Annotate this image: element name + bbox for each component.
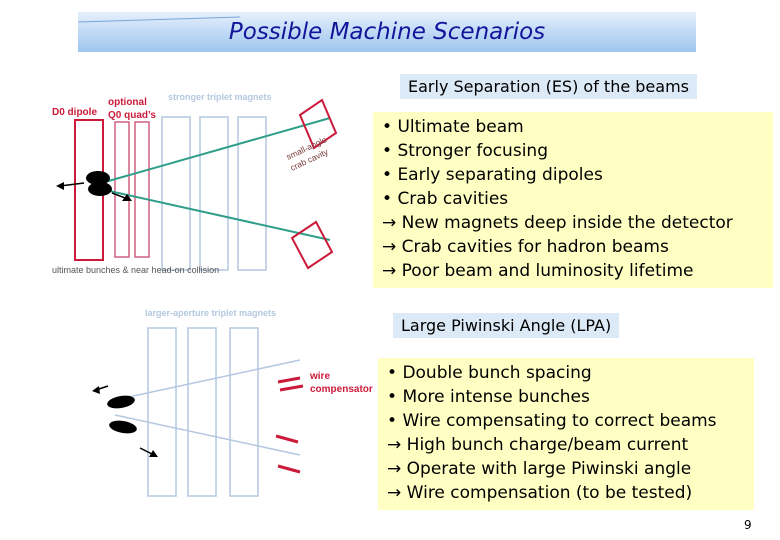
- lpa-triplet-magnet-1: [147, 327, 177, 497]
- lpa-bullet-box: • Double bunch spacing • More intense bu…: [378, 358, 754, 510]
- title-accent-line: [77, 16, 241, 23]
- title-bar: Possible Machine Scenarios: [78, 12, 696, 52]
- optional-label: optional: [108, 97, 147, 108]
- triplet-magnet-2: [199, 116, 229, 271]
- q0-quad-2: [134, 121, 150, 258]
- es-bullet-5: → New magnets deep inside the detector: [382, 213, 733, 233]
- triplet-magnets-label: stronger triplet magnets: [168, 92, 272, 102]
- es-bullet-1: • Ultimate beam: [382, 117, 524, 137]
- slide-title: Possible Machine Scenarios: [228, 19, 546, 45]
- es-bullet-6: → Crab cavities for hadron beams: [382, 237, 669, 257]
- triplet-magnet-1: [161, 116, 191, 271]
- lpa-bullet-4: → High bunch charge/beam current: [387, 435, 689, 455]
- lpa-bullet-6: → Wire compensation (to be tested): [387, 483, 693, 503]
- es-bullet-7: → Poor beam and luminosity lifetime: [382, 261, 694, 281]
- lpa-bullet-5: → Operate with large Piwinski angle: [387, 459, 692, 479]
- lpa-bullet-3: • Wire compensating to correct beams: [387, 411, 717, 431]
- es-heading-box: Early Separation (ES) of the beams: [400, 74, 697, 99]
- lpa-arrow-left-head: [92, 386, 100, 394]
- lpa-heading: Large Piwinski Angle (LPA): [401, 316, 612, 335]
- lpa-triplet-magnet-2: [187, 327, 217, 497]
- wire-compensator-lower: [275, 434, 299, 444]
- triplet-magnet-3: [237, 116, 267, 271]
- lpa-bullet-1: • Double bunch spacing: [387, 363, 592, 383]
- wire-compensator-lower-2: [277, 464, 301, 474]
- lpa-triplet-label: larger-aperture triplet magnets: [145, 308, 276, 318]
- lpa-bunch-1: [107, 395, 135, 409]
- bunch-2: [88, 182, 112, 196]
- wire-label-2: compensator: [310, 384, 373, 395]
- es-heading: Early Separation (ES) of the beams: [408, 77, 689, 96]
- q0-quads-label: Q0 quad’s: [108, 110, 156, 121]
- d0-dipole-label: D0 dipole: [52, 107, 97, 118]
- wire-compensator-upper: [277, 376, 301, 384]
- es-bullet-4: • Crab cavities: [382, 189, 509, 209]
- lpa-arrow-right-head: [149, 450, 158, 457]
- page-number: 9: [744, 518, 752, 532]
- lpa-beam-upper: [114, 359, 301, 401]
- lpa-bullet-2: • More intense bunches: [387, 387, 590, 407]
- lpa-beam-lower: [114, 414, 301, 456]
- beam-line-upper: [104, 117, 331, 183]
- lpa-heading-box: Large Piwinski Angle (LPA): [393, 313, 620, 338]
- arrow-right-head: [122, 194, 132, 201]
- arrow-left-head: [56, 182, 64, 190]
- bunch-1: [86, 171, 110, 185]
- es-bullet-3: • Early separating dipoles: [382, 165, 603, 185]
- es-bullet-box: • Ultimate beam • Stronger focusing • Ea…: [373, 112, 773, 288]
- beam-line-lower: [104, 189, 331, 241]
- es-bullet-2: • Stronger focusing: [382, 141, 548, 161]
- wire-label-1: wire: [309, 371, 330, 382]
- crab-cavity-upper: [298, 98, 338, 150]
- es-diagram-caption: ultimate bunches & near head-on collisio…: [52, 265, 219, 275]
- lpa-bunch-2: [109, 420, 137, 434]
- q0-quad-1: [114, 121, 130, 258]
- crab-cavity-lower: [290, 220, 334, 270]
- lpa-triplet-magnet-3: [229, 327, 259, 497]
- wire-compensator-upper-2: [279, 384, 304, 392]
